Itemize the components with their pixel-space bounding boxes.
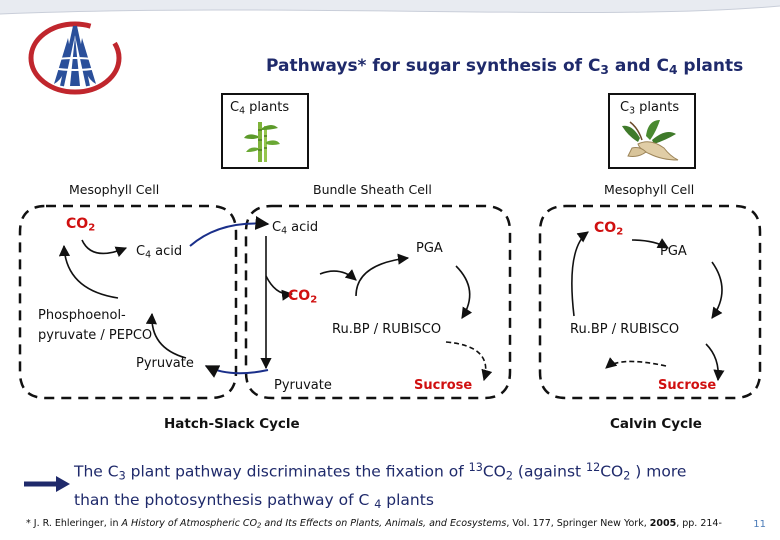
rubisco-center-label: Ru.BP / RUBISCO: [332, 322, 442, 337]
arrow-pyruvate-to-pepco: [145, 312, 187, 359]
mesophyll-cell-outline-left: [18, 204, 238, 400]
arrow-pga-to-rubisco: [455, 265, 473, 319]
pyruvate-center-label: Pyruvate: [274, 378, 332, 393]
co2-left-label: CO2: [66, 216, 96, 234]
arrow-rubisco-to-sucrose: [445, 341, 493, 382]
c4-acid-center-label: C4 acid: [272, 220, 319, 237]
arrow-c4acid-to-bundle: [189, 215, 270, 247]
mesophyll-cell-outline-right: [538, 204, 762, 400]
calvin-cycle-label: Calvin Cycle: [610, 416, 702, 432]
arrow-co2-release: [265, 275, 294, 301]
bundle-sheath-cell-label: Bundle Sheath Cell: [313, 182, 432, 197]
mesophyll-cell-label-right: Mesophyll Cell: [604, 182, 695, 197]
bamboo-plant-icon: [244, 122, 280, 162]
discrimination-note: The C3 plant pathway discriminates the f…: [74, 461, 687, 512]
pga-center-label: PGA: [416, 241, 443, 256]
c3-plant-label: C3 plants: [620, 100, 680, 117]
header-band: [0, 0, 780, 15]
c4-plant-label: C4 plants: [230, 100, 290, 117]
arrow-co2-to-pga-right: [631, 238, 669, 249]
c4-acid-left-label: C4 acid: [136, 244, 183, 261]
page-number: 11: [753, 519, 766, 530]
arrow-sucrose-dashed-right: [605, 357, 667, 369]
sugar-beet-plant-icon: [622, 120, 679, 161]
bullet-arrow-icon: [24, 476, 70, 492]
pepco-label-line1: Phosphoenol-: [38, 308, 126, 323]
arrow-co2-to-c4acid: [81, 239, 128, 258]
arrow-pga-flow: [319, 269, 357, 281]
arrow-rubisco-to-sucrose-right: [705, 343, 725, 382]
hatch-slack-cycle-label: Hatch-Slack Cycle: [164, 416, 300, 432]
sucrose-center-label: Sucrose: [414, 378, 473, 393]
arrow-pepco-to-co2: [58, 244, 119, 299]
arrow-rubisco-to-co2-right: [571, 231, 589, 317]
bundle-sheath-outline: [244, 204, 512, 400]
rubisco-right-label: Ru.BP / RUBISCO: [570, 322, 680, 337]
pepco-label-line2: pyruvate / PEPCO: [38, 328, 153, 343]
sucrose-right-label: Sucrose: [658, 378, 717, 393]
mesophyll-cell-label-left: Mesophyll Cell: [69, 182, 160, 197]
reference-footnote: * J. R. Ehleringer, in A History of Atmo…: [26, 518, 722, 530]
arrow-rubisco-to-pga: [355, 253, 410, 297]
arrow-pyruvate-back: [204, 365, 269, 378]
co2-center-label: CO2: [288, 288, 318, 306]
pga-right-label: PGA: [660, 244, 687, 259]
page-title: Pathways* for sugar synthesis of C3 and …: [266, 56, 744, 78]
arrow-pga-to-rubisco-right: [711, 261, 723, 319]
pyruvate-left-label: Pyruvate: [136, 356, 194, 371]
co2-right-label: CO2: [594, 220, 624, 238]
institution-logo-icon: [28, 21, 122, 95]
